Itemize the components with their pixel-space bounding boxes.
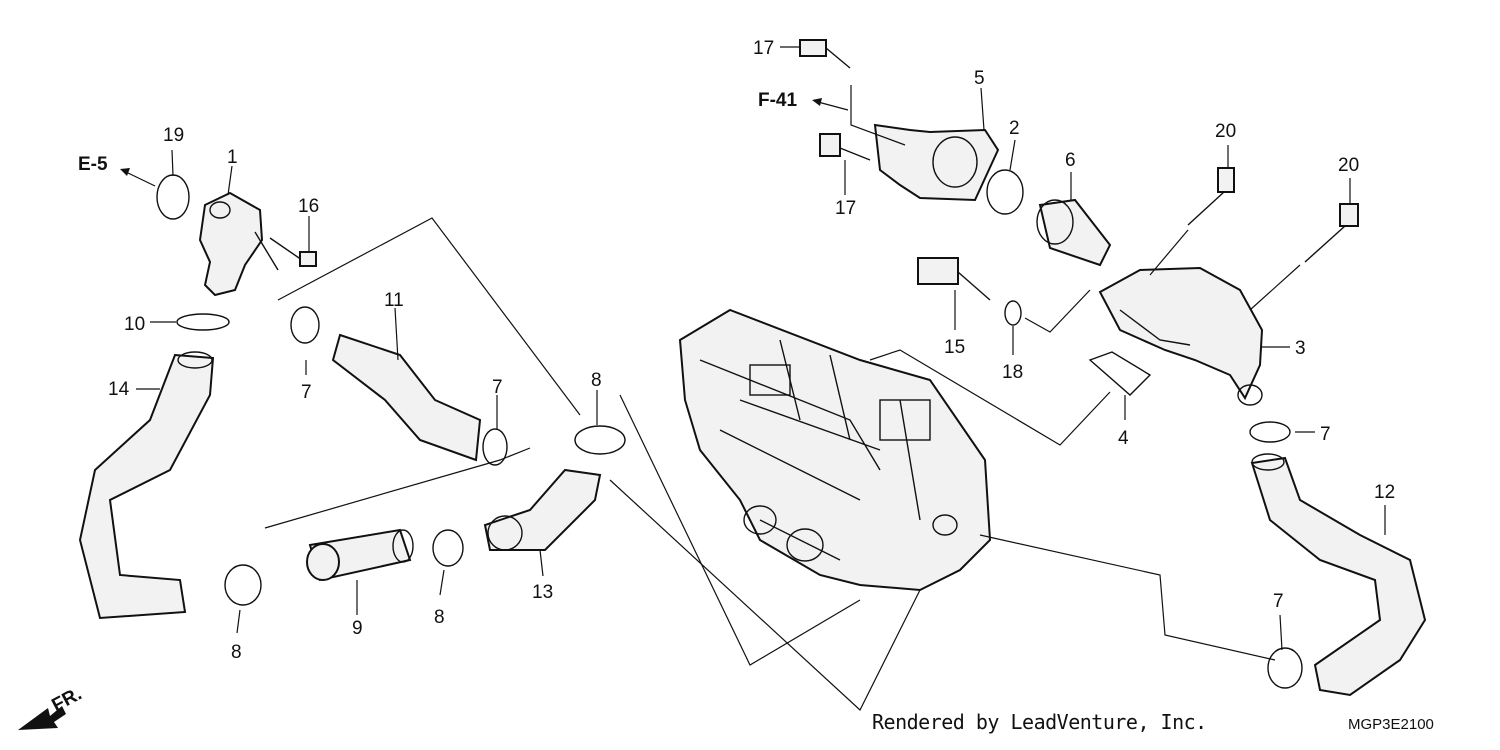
leader-lines — [136, 46, 1386, 711]
callout-2: 2 — [1009, 118, 1020, 139]
cylinder-head — [678, 308, 992, 592]
hose-14[interactable] — [78, 351, 215, 620]
callout-8-left: 8 — [231, 642, 242, 663]
cover-5[interactable] — [873, 123, 1000, 202]
thermostat-6[interactable] — [1036, 198, 1112, 267]
o-ring-19[interactable] — [156, 174, 190, 220]
housing-1[interactable] — [198, 191, 279, 297]
callout-3: 3 — [1295, 338, 1306, 359]
bolt-20-right[interactable] — [1304, 203, 1359, 263]
housing-3[interactable] — [1098, 266, 1264, 406]
callout-16: 16 — [298, 196, 319, 217]
callout-7-mid: 7 — [492, 377, 503, 398]
callout-7-right-lower: 7 — [1273, 591, 1284, 612]
sensor-15[interactable] — [917, 257, 991, 301]
f41-reference[interactable]: F-41 — [758, 90, 849, 111]
clamp-7-mid[interactable] — [482, 428, 508, 466]
callout-13: 13 — [532, 582, 553, 603]
front-direction-indicator: FR. — [18, 684, 85, 730]
callout-7-right-upper: 7 — [1320, 424, 1331, 445]
hose-11[interactable] — [331, 333, 482, 462]
callout-labels: 19 1 16 10 14 7 11 7 8 13 8 9 8 17 17 5 … — [108, 38, 1395, 663]
diagram-code: MGP3E2100 — [1348, 716, 1434, 733]
hose-13[interactable] — [483, 468, 602, 551]
callout-20-left: 20 — [1215, 121, 1236, 142]
clamp-7-upper[interactable] — [290, 306, 320, 344]
svg-text:F-41: F-41 — [758, 90, 798, 111]
clamp-8-top[interactable] — [574, 425, 626, 455]
callout-12: 12 — [1374, 482, 1395, 503]
callout-9: 9 — [352, 618, 363, 639]
clamp-7-right-lower[interactable] — [1267, 647, 1303, 689]
callout-1: 1 — [227, 147, 238, 168]
callout-14: 14 — [108, 379, 130, 400]
callout-15: 15 — [944, 337, 965, 358]
callout-10: 10 — [124, 314, 145, 335]
callout-5: 5 — [974, 68, 985, 89]
clamp-8-mid[interactable] — [432, 529, 464, 567]
gasket-4[interactable] — [1088, 351, 1152, 396]
pipe-9[interactable] — [306, 528, 414, 582]
footer-credit: Rendered by LeadVenture, Inc. — [872, 710, 1207, 734]
bolt-20-left[interactable] — [1187, 167, 1235, 226]
callout-17-lower: 17 — [835, 198, 856, 219]
washer-18[interactable] — [1004, 300, 1022, 326]
hose-12[interactable] — [1250, 453, 1427, 697]
callout-19: 19 — [163, 125, 184, 146]
bolt-17-upper[interactable] — [799, 39, 851, 69]
bolt-16[interactable] — [269, 237, 317, 267]
bolt-17-lower[interactable] — [819, 133, 871, 161]
callout-8-mid: 8 — [434, 607, 445, 628]
callout-17-upper: 17 — [753, 38, 774, 59]
callout-11: 11 — [384, 290, 404, 311]
callout-7-upper: 7 — [301, 382, 312, 403]
callout-6: 6 — [1065, 150, 1076, 171]
svg-text:FR.: FR. — [48, 684, 85, 717]
clamp-10[interactable] — [176, 313, 230, 331]
clamp-7-right-upper[interactable] — [1249, 421, 1291, 443]
callout-20-right: 20 — [1338, 155, 1359, 176]
e5-reference[interactable]: E-5 — [78, 154, 156, 187]
callout-4: 4 — [1118, 428, 1129, 449]
callout-18: 18 — [1002, 362, 1023, 383]
clamp-8-left[interactable] — [224, 564, 262, 606]
callout-8-top: 8 — [591, 370, 602, 391]
svg-text:E-5: E-5 — [78, 154, 108, 175]
gasket-2[interactable] — [986, 169, 1024, 215]
